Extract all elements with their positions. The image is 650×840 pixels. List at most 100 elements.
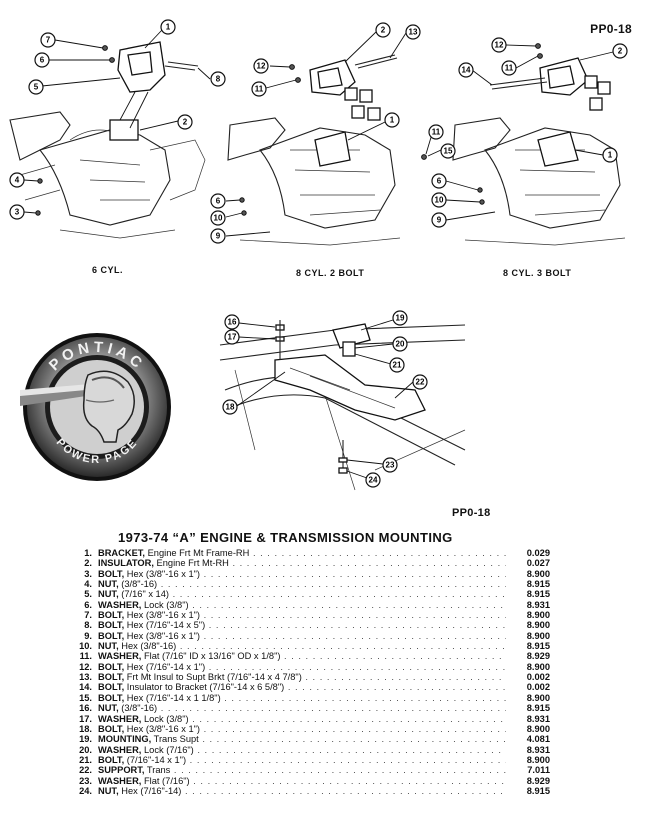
- part-name: NUT,: [98, 589, 119, 600]
- part-name: BOLT,: [98, 620, 125, 631]
- part-description: BOLT, Hex (3/8"-16 x 1") . . . . . . . .…: [98, 610, 506, 620]
- part-number: 18.: [79, 723, 92, 734]
- part-description: BOLT, Hex (7/16"-14 x 5") . . . . . . . …: [98, 620, 506, 630]
- part-spec: Hex (3/8"-16 x 1"): [124, 723, 201, 734]
- svg-text:17: 17: [228, 333, 237, 342]
- part-description: NUT, (3/8"-16) . . . . . . . . . . . . .…: [98, 703, 506, 713]
- callout-10: 10: [210, 210, 226, 226]
- part-description: WASHER, Lock (3/8") . . . . . . . . . . …: [98, 600, 506, 610]
- part-spec: (7/16"-14 x 1"): [124, 754, 187, 765]
- dot-leader: . . . . . . . . . . . . . . . . . . . . …: [208, 661, 506, 672]
- pontiac-power-page-logo: PONTIAC POWER PAGE: [20, 333, 171, 481]
- svg-text:24: 24: [369, 476, 378, 485]
- dot-leader: . . . . . . . . . . . . . . . . . . . . …: [224, 692, 506, 703]
- part-spec: (3/8"-16): [118, 579, 158, 590]
- part-name: WASHER,: [98, 651, 142, 662]
- part-name: BOLT,: [98, 630, 125, 641]
- part-number: 7.: [84, 610, 92, 621]
- part-name: BOLT,: [98, 661, 125, 672]
- diagram-6-cyl: 1 7 6 5 8 2 4 3: [9, 19, 226, 239]
- part-description: BOLT, (7/16"-14 x 1") . . . . . . . . . …: [98, 755, 506, 765]
- group-number: 8.931: [526, 713, 550, 724]
- part-number: 11.: [79, 651, 92, 662]
- parts-row: 11.WASHER, Flat (7/16" ID x 13/16" OD x …: [70, 651, 550, 661]
- part-number: 21.: [79, 754, 92, 765]
- part-number: 3.: [84, 568, 92, 579]
- part-number: 15.: [79, 692, 92, 703]
- part-description: BOLT, Insulator to Bracket (7/16"-14 x 6…: [98, 682, 506, 692]
- svg-text:16: 16: [228, 318, 237, 327]
- group-number: 0.002: [526, 672, 550, 683]
- group-number: 7.011: [527, 765, 550, 776]
- svg-text:6: 6: [40, 56, 45, 65]
- parts-row: 8. BOLT, Hex (7/16"-14 x 5") . . . . . . …: [70, 620, 550, 630]
- parts-row: 15. BOLT, Hex (7/16"-14 x 1 1/8") . . . .…: [70, 693, 550, 703]
- group-number: 8.915: [526, 589, 550, 600]
- dot-leader: . . . . . . . . . . . . . . . . . . . . …: [172, 589, 506, 600]
- dot-leader: . . . . . . . . . . . . . . . . . . . . …: [203, 610, 506, 621]
- dot-leader: . . . . . . . . . . . . . . . . . . . . …: [189, 754, 506, 765]
- svg-text:11: 11: [505, 64, 514, 73]
- callout-6: 6: [431, 173, 447, 189]
- svg-text:14: 14: [462, 66, 471, 75]
- group-number: 8.900: [526, 630, 550, 641]
- part-spec: Hex (3/8"-16 x 1"): [124, 568, 201, 579]
- part-name: BRACKET,: [98, 548, 146, 558]
- part-name: WASHER,: [98, 713, 142, 724]
- part-description: NUT, (3/8"-16) . . . . . . . . . . . . .…: [98, 579, 506, 589]
- dot-leader: . . . . . . . . . . . . . . . . . . . . …: [192, 599, 506, 610]
- parts-row: 13.BOLT, Frt Mt Insul to Supt Brkt (7/16…: [70, 672, 550, 682]
- part-spec: Hex (7/16"-14 x 5"): [124, 620, 206, 631]
- callout-20: 20: [392, 336, 408, 352]
- part-description: BOLT, Hex (7/16"-14 x 1 1/8") . . . . . …: [98, 693, 506, 703]
- svg-text:12: 12: [495, 41, 504, 50]
- part-name: SUPPORT,: [98, 765, 145, 776]
- group-number: 8.915: [526, 641, 550, 652]
- callout-9: 9: [210, 228, 226, 244]
- callout-2: 2: [612, 43, 628, 59]
- svg-text:21: 21: [393, 361, 402, 370]
- svg-text:1: 1: [166, 23, 171, 32]
- part-spec: Trans: [144, 765, 171, 776]
- part-description: WASHER, Lock (7/16") . . . . . . . . . .…: [98, 745, 506, 755]
- callout-22: 22: [412, 374, 428, 390]
- part-number: 10.: [79, 641, 92, 652]
- svg-text:6: 6: [216, 197, 221, 206]
- dot-leader: . . . . . . . . . . . . . . . . . . . . …: [197, 744, 506, 755]
- part-number: 16.: [79, 703, 92, 714]
- svg-text:2: 2: [381, 26, 386, 35]
- parts-row: 9.BOLT, Hex (3/8"-16 x 1") . . . . . . .…: [70, 631, 550, 641]
- part-spec: Trans Supt: [151, 734, 199, 745]
- part-number: 8.: [84, 620, 92, 631]
- callout-21: 21: [389, 357, 405, 373]
- parts-row: 20.WASHER, Lock (7/16") . . . . . . . . …: [70, 745, 550, 755]
- part-description: BOLT, Hex (3/8"-16 x 1") . . . . . . . .…: [98, 569, 506, 579]
- callout-15: 15: [440, 143, 456, 159]
- part-number: 19.: [79, 734, 92, 745]
- svg-text:10: 10: [214, 214, 223, 223]
- callout-1: 1: [384, 112, 400, 128]
- callout-3: 3: [9, 204, 25, 220]
- part-name: BOLT,: [98, 682, 125, 693]
- part-description: NUT, Hex (3/8"-16) . . . . . . . . . . .…: [98, 641, 506, 651]
- dot-leader: . . . . . . . . . . . . . . . . . . . . …: [232, 558, 506, 569]
- dot-leader: . . . . . . . . . . . . . . . . . . . . …: [193, 775, 506, 786]
- part-name: WASHER,: [98, 744, 142, 755]
- callout-1: 1: [602, 147, 618, 163]
- group-number: 8.900: [526, 692, 550, 703]
- group-number: 0.029: [526, 548, 550, 558]
- svg-text:19: 19: [396, 314, 405, 323]
- part-spec: Flat (7/16"): [141, 775, 190, 786]
- part-description: INSULATOR, Engine Frt Mt-RH . . . . . . …: [98, 558, 506, 568]
- dot-leader: . . . . . . . . . . . . . . . . . . . . …: [160, 703, 506, 714]
- part-name: INSULATOR,: [98, 558, 154, 569]
- part-number: 5.: [84, 589, 92, 600]
- part-number: 24.: [79, 785, 92, 796]
- svg-text:9: 9: [437, 216, 442, 225]
- part-name: WASHER,: [98, 599, 142, 610]
- dot-leader: . . . . . . . . . . . . . . . . . . . . …: [203, 723, 506, 734]
- callout-11: 11: [428, 124, 444, 140]
- group-number: 8.900: [526, 661, 550, 672]
- callout-12: 12: [253, 58, 269, 74]
- part-name: BOLT,: [98, 723, 125, 734]
